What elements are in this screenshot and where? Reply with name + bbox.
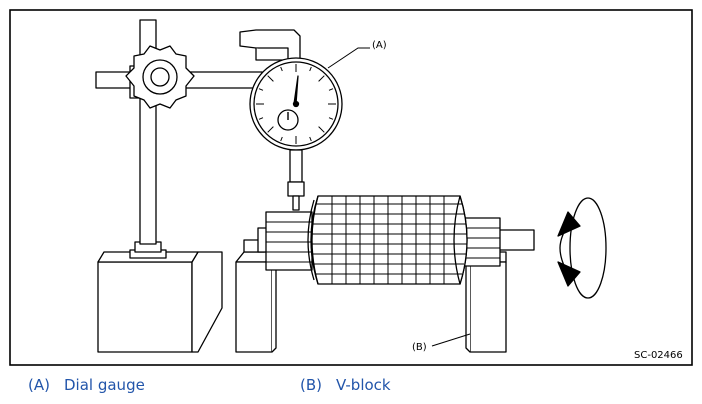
figure-frame bbox=[9, 9, 693, 366]
callout-b-label: (B) bbox=[412, 342, 427, 353]
clamp-knob bbox=[125, 45, 195, 109]
armature bbox=[257, 195, 535, 285]
legend-item-dial-gauge: (A) Dial gauge bbox=[28, 376, 145, 394]
dial-gauge-diagram: (A) (B) SC-02466 bbox=[9, 9, 693, 366]
legend-key: (B) bbox=[300, 376, 322, 394]
figure-id: SC-02466 bbox=[634, 350, 683, 361]
callout-a-label: (A) bbox=[372, 40, 387, 51]
legend-label: Dial gauge bbox=[64, 376, 145, 394]
callout-b-leader bbox=[431, 333, 471, 347]
legend-key: (A) bbox=[28, 376, 50, 394]
legend-label: V-block bbox=[336, 376, 391, 394]
callout-a-leader bbox=[327, 47, 370, 69]
v-block-right bbox=[465, 239, 507, 353]
legend: (A) Dial gauge (B) V-block bbox=[0, 376, 702, 400]
dial-gauge bbox=[239, 29, 343, 211]
legend-item-v-block: (B) V-block bbox=[300, 376, 391, 394]
magnetic-base bbox=[97, 241, 223, 353]
rotation-arrow-icon bbox=[557, 197, 607, 299]
